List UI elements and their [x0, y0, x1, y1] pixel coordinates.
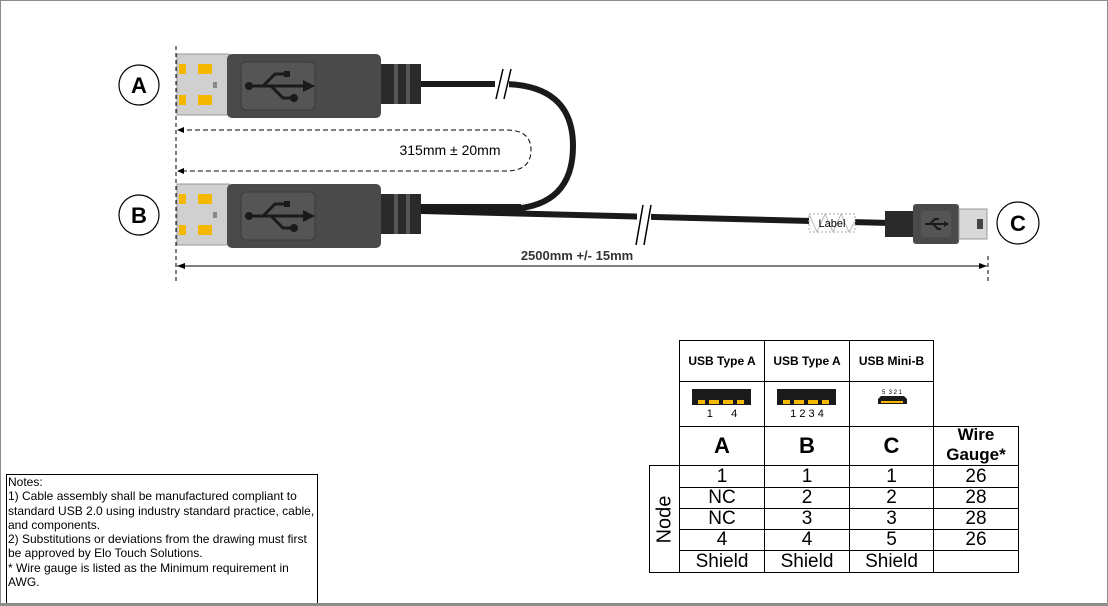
connector-a-callout [118, 64, 160, 106]
connector-c-label: C [1010, 211, 1026, 236]
usb-mini-b-connector-c [885, 204, 988, 244]
note-3: * Wire gauge is listed as the Minimum re… [8, 560, 289, 590]
cable-break-main [635, 204, 652, 246]
note-1: 1) Cable assembly shall be manufactured … [8, 489, 315, 532]
cable-a-branch [421, 81, 577, 212]
usb-a-connector-a [176, 53, 421, 118]
usb-a-pin-diagram-a [692, 389, 751, 405]
notes-title: Notes: [8, 475, 43, 489]
usb-mini-b-pin-diagram [878, 396, 907, 404]
usb-a-pin-diagram-b [777, 389, 836, 405]
connector-b-label: B [131, 203, 147, 228]
pinout-table-grid [649, 340, 1019, 573]
cable-break-a [495, 68, 512, 100]
cable-label-sleeve [808, 212, 856, 234]
connector-c-callout [996, 201, 1040, 245]
notes-box: Notes: 1) Cable assembly shall be manufa… [6, 474, 318, 603]
cable-label-text: Label [819, 218, 846, 230]
total-length-text: 2500mm +/- 15mm [521, 248, 633, 263]
connector-a-label: A [131, 73, 147, 98]
connector-b-callout [118, 194, 160, 236]
branch-length-text: 315mm ± 20mm [399, 142, 500, 158]
usb-a-connector-b [176, 183, 421, 248]
branch-length-dimension [179, 129, 532, 172]
note-2: 2) Substitutions or deviations from the … [8, 532, 307, 561]
